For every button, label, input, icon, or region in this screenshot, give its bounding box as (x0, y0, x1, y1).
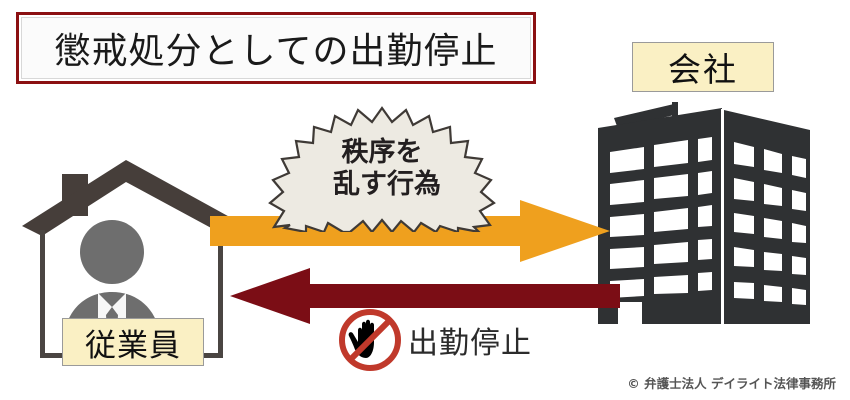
arrow-right-shape (210, 200, 610, 262)
company-label: 会社 (632, 42, 774, 92)
copyright-credit: © 弁護士法人 デイライト法律事務所 (627, 376, 836, 391)
employee-label-text: 従業員 (85, 327, 181, 364)
building-windows-right (734, 142, 806, 305)
starburst-callout (268, 106, 496, 232)
house-wall-right (218, 230, 223, 358)
antenna-mast (672, 102, 678, 122)
starburst-shape (268, 106, 496, 232)
building-windows-left (610, 137, 712, 298)
antenna-shape (614, 104, 678, 129)
prohibition-ring (339, 309, 401, 371)
no-entry-hand-icon (339, 309, 401, 371)
prohibition-slash (347, 317, 393, 363)
company-label-text: 会社 (668, 50, 738, 89)
title-box: 懲戒処分としての出勤停止 (16, 12, 536, 84)
office-building-icon (598, 102, 810, 324)
building-divider (721, 109, 724, 324)
arrow-left-shape (230, 268, 620, 324)
arrow-disruptive-behavior (210, 200, 610, 262)
title-box-inner: 懲戒処分としての出勤停止 (21, 17, 531, 79)
house-wall-left (40, 230, 45, 358)
page-title: 懲戒処分としての出勤停止 (54, 31, 498, 72)
person-head (80, 220, 144, 284)
suspension-caption: 出勤停止 (408, 326, 532, 361)
employee-label: 従業員 (62, 318, 204, 366)
hand-shape (348, 319, 374, 358)
arrow-suspension-order (230, 268, 620, 324)
